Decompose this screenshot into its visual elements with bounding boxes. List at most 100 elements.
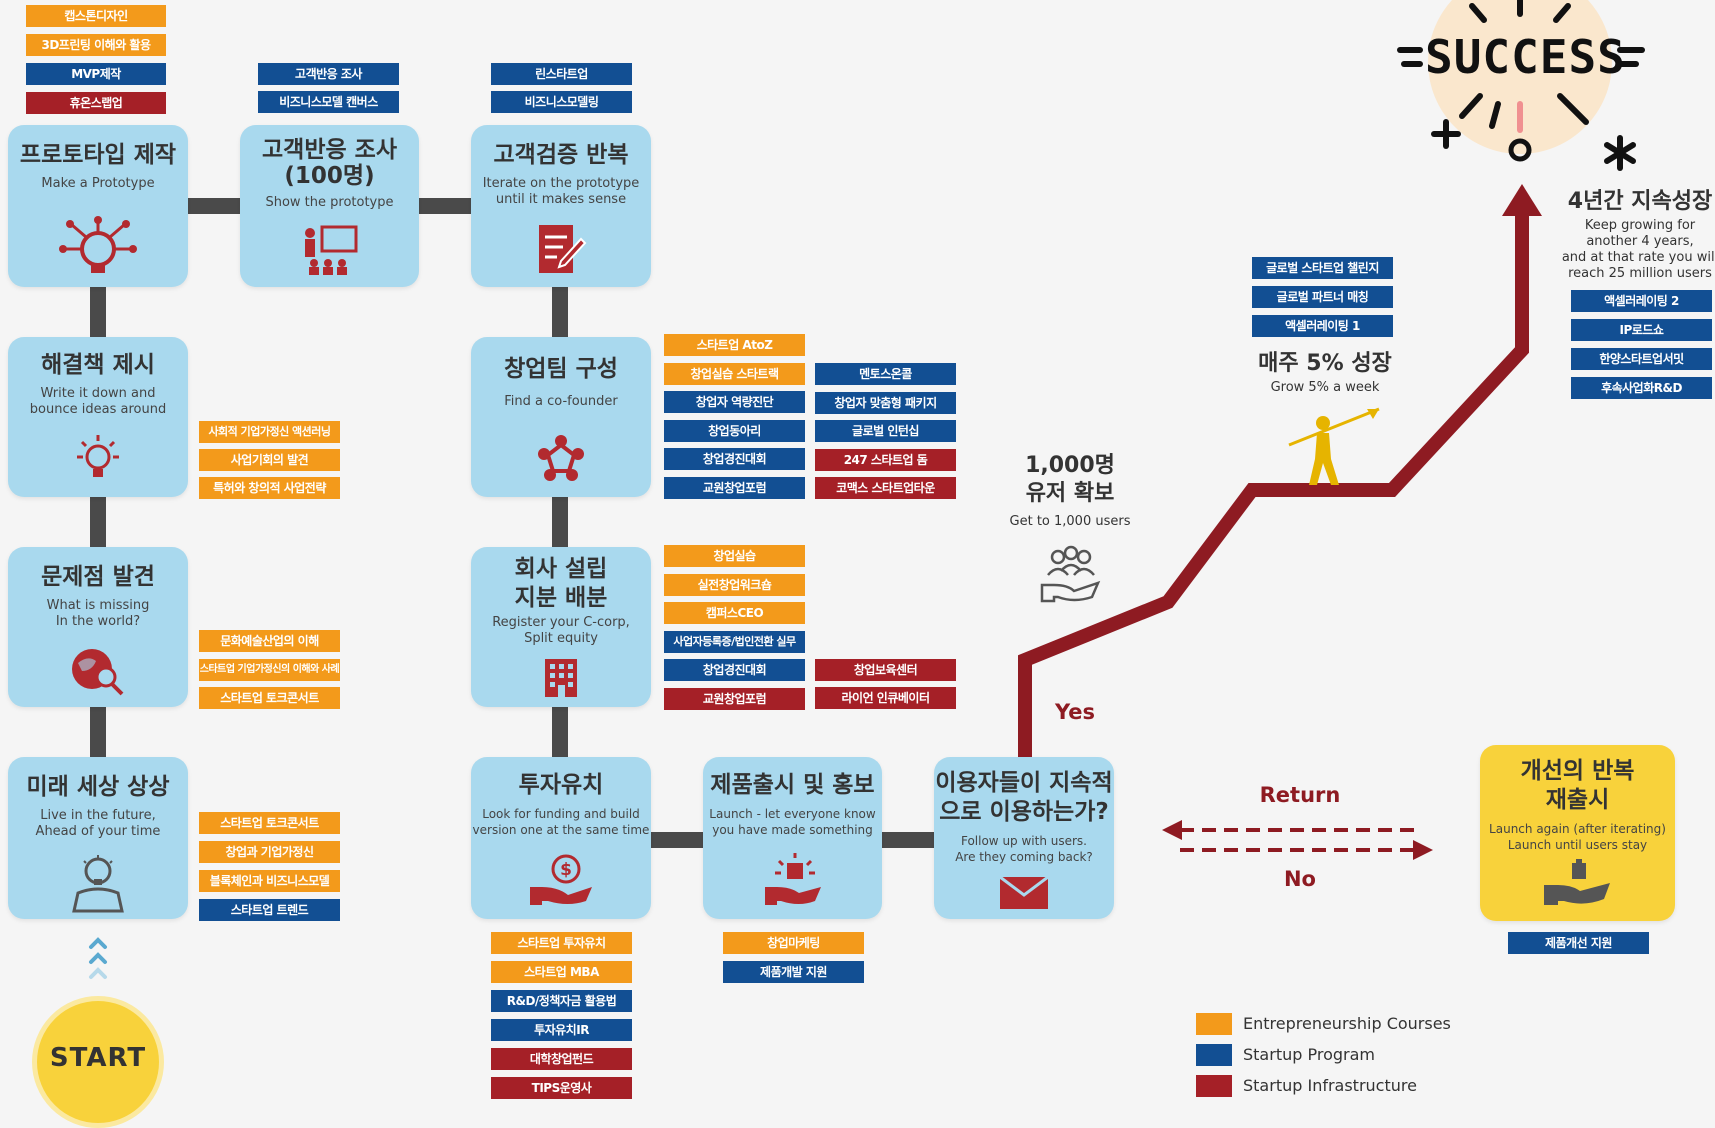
return-label: Return	[1259, 783, 1341, 807]
program-tag: 스타트업 AtoZ	[664, 334, 805, 356]
users-hand-icon	[1040, 545, 1101, 603]
program-tag: 라이언 인큐베이터	[815, 687, 956, 709]
lightbulb-network-icon	[59, 216, 137, 273]
program-tag: TIPS운영사	[491, 1077, 632, 1099]
card-subtitle: Look for funding and build version one a…	[472, 807, 650, 837]
card-launch: 제품출시 및 홍보 Launch - let everyone know you…	[703, 757, 882, 919]
globe-search-icon	[72, 649, 124, 696]
program-tag: 휴온스랩업	[26, 92, 166, 114]
team-circle-icon	[538, 435, 584, 481]
card-retain: 이용자들이 지속적 으로 이용하는가? Follow up with users…	[934, 757, 1114, 919]
legend-label: Startup Infrastructure	[1243, 1076, 1417, 1095]
program-tag: 스타트업 트렌드	[199, 899, 340, 921]
card-invest: 투자유치 Look for funding and build version …	[471, 757, 651, 919]
program-tag: 창업실습 스타트랙	[664, 362, 805, 385]
package-hand-icon	[1543, 859, 1610, 905]
success-burst-icon	[1397, 0, 1645, 171]
card-title: 고객검증 반복	[493, 142, 629, 168]
program-tag: 코맥스 스타트업타운	[815, 477, 956, 499]
milestone-weekly-title: 매주 5% 성장	[1258, 351, 1392, 376]
program-tag: 린스타트업	[491, 63, 632, 85]
card-subtitle: What is missing In the world?	[46, 598, 150, 629]
card-subtitle: Write it down and bounce ideas around	[29, 386, 167, 417]
card-title: 해결책 제시	[41, 352, 155, 378]
double-arrow-icon	[1162, 820, 1433, 860]
card-title: 프로토타입 제작	[19, 142, 177, 168]
lightbulb-icon	[77, 435, 119, 477]
no-label: No	[1283, 867, 1316, 891]
connector	[882, 832, 934, 848]
connector	[552, 287, 568, 337]
chevron-up-icon	[89, 937, 107, 979]
legend-swatch	[1196, 1013, 1232, 1035]
milestone-users-subtitle: Get to 1,000 users	[1009, 514, 1131, 529]
program-tag: 247 스타트업 돔	[815, 448, 956, 471]
card-company: 회사 설립 지분 배분 Register your C-corp, Split …	[471, 547, 651, 707]
program-tag: 스타트업 투자유치	[491, 932, 632, 954]
visionary-person-icon	[72, 855, 124, 913]
card-title: 고객반응 조사 (100명)	[262, 137, 397, 189]
program-tag: 제품개선 지원	[1508, 932, 1649, 954]
program-tag: 비즈니스모델링	[491, 91, 632, 113]
connector	[552, 707, 568, 757]
svg-text:$: $	[560, 860, 572, 880]
connector	[90, 287, 106, 337]
program-tag: 한양스타트업서밋	[1571, 348, 1712, 370]
program-tag: 창업경진대회	[664, 448, 805, 470]
card-title: 문제점 발견	[41, 564, 155, 590]
card-title: 이용자들이 지속적 으로 이용하는가?	[935, 770, 1113, 825]
program-tag: 캠퍼스CEO	[664, 602, 805, 624]
money-hand-icon: $	[530, 854, 592, 905]
card-title: 제품출시 및 홍보	[710, 772, 875, 798]
program-tag: 문화예술산업의 이해	[199, 630, 340, 652]
card-subtitle: Find a co-founder	[504, 394, 618, 409]
climber-icon	[1288, 407, 1380, 485]
card-title: 투자유치	[518, 772, 604, 798]
program-tag: 스타트업 토크콘서트	[199, 812, 340, 834]
program-tag: 비즈니스모델 캔버스	[258, 91, 399, 113]
connector	[90, 707, 106, 757]
program-tag: 캡스톤디자인	[26, 5, 166, 27]
card-title: 창업팀 구성	[504, 356, 618, 382]
program-tag: 창업보육센터	[815, 659, 956, 681]
program-tag: 교원창업포럼	[664, 476, 805, 499]
program-tag: 사업기회의 발견	[199, 449, 340, 471]
program-tag: 액셀러레이팅 1	[1252, 315, 1393, 337]
program-tag: 교원창업포럼	[664, 687, 805, 710]
program-tag: IP로드쇼	[1571, 319, 1712, 341]
milestone-weekly-subtitle: Grow 5% a week	[1270, 380, 1380, 395]
card-title: 미래 세상 상상	[26, 774, 170, 800]
legend-label: Startup Program	[1243, 1045, 1375, 1064]
program-tag: 블록체인과 비즈니스모델	[199, 870, 340, 892]
program-tag: 창업과 기업가정신	[199, 841, 340, 863]
success-text: SUCCESS	[1425, 30, 1626, 84]
card-subtitle: Launch - let everyone know you have made…	[709, 807, 876, 837]
program-tag: 사회적 기업가정신 액션러닝	[199, 421, 340, 443]
card-solution: 해결책 제시 Write it down and bounce ideas ar…	[8, 337, 188, 497]
program-tag: MVP제작	[26, 63, 166, 85]
program-tag: 사업자등록증/법인전환 실무	[664, 630, 805, 653]
program-tag: 대학창업펀드	[491, 1048, 632, 1070]
program-tag: 제품개발 지원	[723, 961, 864, 983]
card-subtitle: Live in the future, Ahead of your time	[35, 808, 161, 839]
card-subtitle: Follow up with users. Are they coming ba…	[955, 834, 1093, 864]
connector	[552, 497, 568, 547]
card-subtitle: Show the prototype	[265, 195, 394, 210]
connector	[90, 497, 106, 547]
card-subtitle: Make a Prototype	[41, 176, 155, 191]
card-team: 창업팀 구성 Find a co-founder	[471, 337, 651, 497]
start-label: START	[49, 1043, 147, 1073]
legend-swatch	[1196, 1075, 1232, 1097]
start-button[interactable]: START	[32, 996, 164, 1128]
card-title: 회사 설립 지분 배분	[514, 556, 608, 611]
program-tag: 후속사업화R&D	[1571, 377, 1712, 399]
connector	[419, 198, 471, 214]
program-tag: 3D프린팅 이해와 활용	[26, 34, 166, 56]
mail-icon	[999, 875, 1049, 909]
program-tag: 스타트업 토크콘서트	[199, 687, 340, 709]
card-survey: 고객반응 조사 (100명) Show the prototype	[240, 125, 419, 287]
growth-path	[1018, 184, 1542, 758]
program-tag: 멘토스온콜	[815, 363, 956, 385]
program-tag: 실전창업워크숍	[664, 573, 805, 596]
arrow-up-icon	[1502, 184, 1542, 216]
